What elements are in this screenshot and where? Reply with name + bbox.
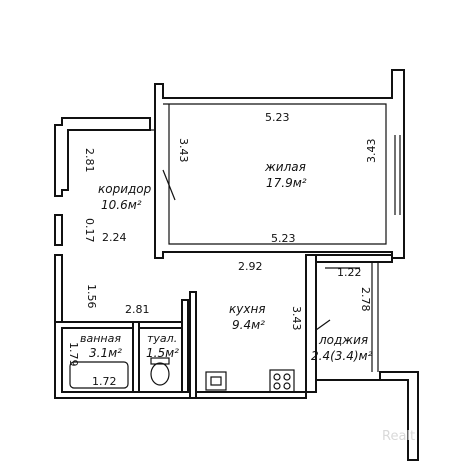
- dim-bath-left: 1.79: [67, 342, 80, 367]
- bath-walls: [69, 299, 189, 393]
- dim-bath-bottom: 1.72: [92, 375, 117, 388]
- dim-living-bottom: 5.23: [271, 232, 296, 245]
- dim-corridor-niche: 0.17: [83, 218, 96, 243]
- kitchen-walls: [54, 254, 419, 461]
- dim-loggia-side: 2.78: [359, 287, 372, 312]
- kitchen-area: 9.4м²: [232, 318, 265, 332]
- dim-loggia-top: 1.22: [337, 266, 362, 279]
- dim-corridor-left-top: 2.81: [83, 148, 96, 173]
- bathroom-name: ванная: [80, 332, 121, 345]
- dim-living-right: 3.43: [365, 139, 378, 164]
- kitchen-name: кухня: [229, 302, 266, 316]
- living-room-walls: [154, 69, 405, 259]
- dim-living-left: 3.43: [177, 138, 190, 163]
- corridor-area: 10.6м²: [101, 198, 142, 212]
- watermark-text: Realt: [382, 429, 415, 444]
- dim-corridor-width: 2.24: [102, 231, 127, 244]
- toilet-area: 1.5м²: [146, 346, 179, 360]
- living-room-name: жилая: [264, 160, 306, 174]
- dim-bath-top: 2.81: [125, 303, 150, 316]
- stove-icon: [269, 369, 295, 393]
- dim-kitchen-top: 2.92: [238, 260, 263, 273]
- loggia-area: 2.4(3.4)м²: [311, 349, 373, 363]
- corridor-name: коридор: [98, 182, 152, 196]
- dim-kitchen-right: 3.43: [290, 306, 303, 331]
- sink-icon: [205, 371, 227, 391]
- dim-living-top: 5.23: [265, 111, 290, 124]
- dim-corridor-lower: 1.56: [85, 284, 98, 309]
- toilet-name: туал.: [147, 332, 177, 345]
- living-room-area: 17.9м²: [266, 176, 307, 190]
- corridor-walls: [54, 117, 155, 331]
- bathroom-area: 3.1м²: [89, 346, 122, 360]
- loggia-name: лоджия: [318, 333, 368, 347]
